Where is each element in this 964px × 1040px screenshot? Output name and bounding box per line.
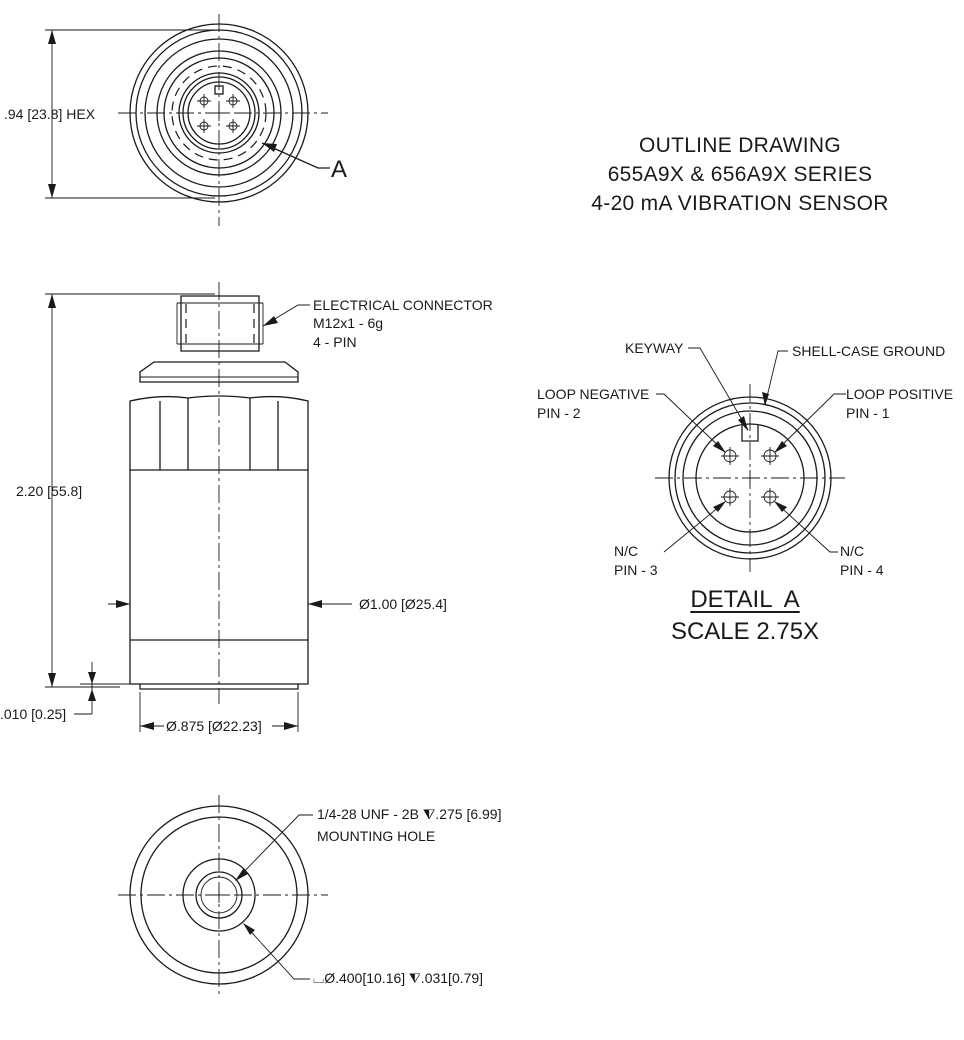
base-diameter-dimension: Ø.875 [Ø22.23]	[166, 718, 262, 734]
mounting-hole-label: MOUNTING HOLE	[317, 828, 436, 844]
nc4-label: N/C	[840, 543, 865, 559]
keyway-label: KEYWAY	[625, 340, 684, 356]
gap-dimension: .010 [0.25]	[0, 706, 67, 722]
connector-label-2: M12x1 - 6g	[313, 315, 384, 331]
detail-a-label: DETAIL A	[690, 586, 800, 613]
pin1-label: PIN - 1	[846, 405, 890, 421]
shell-ground-label: SHELL-CASE GROUND	[792, 343, 946, 359]
detail-a-view	[655, 347, 846, 572]
nc3-label: N/C	[614, 543, 639, 559]
connector-label-3: 4 - PIN	[313, 334, 357, 350]
pin2-label: PIN - 2	[537, 405, 581, 421]
connector-label-1: ELECTRICAL CONNECTOR	[313, 297, 493, 313]
title-line-2: 655A9X & 656A9X SERIES	[607, 163, 873, 186]
bottom-view	[118, 795, 328, 995]
hex-dimension: .94 [23.8] HEX	[4, 106, 96, 122]
side-view	[45, 282, 352, 732]
title-line-1: OUTLINE DRAWING	[638, 134, 842, 157]
title-line-3: 4-20 mA VIBRATION SENSOR	[591, 192, 889, 215]
detail-scale-label: SCALE 2.75X	[670, 618, 820, 645]
thread-spec-label: 1/4-28 UNF - 2B ⧨.275 [6.99]	[317, 806, 502, 822]
height-dimension: 2.20 [55.8]	[16, 483, 83, 499]
detail-callout-label: A	[331, 156, 348, 183]
top-view	[45, 14, 330, 226]
loop-negative-label: LOOP NEGATIVE	[537, 386, 650, 402]
loop-positive-label: LOOP POSITIVE	[846, 386, 954, 402]
pin4-label: PIN - 4	[840, 562, 884, 578]
pin3-label: PIN - 3	[614, 562, 658, 578]
diameter-dimension: Ø1.00 [Ø25.4]	[359, 596, 447, 612]
counterbore-label: ⌴Ø.400[10.16] ⧨.031[0.79]	[313, 970, 484, 986]
